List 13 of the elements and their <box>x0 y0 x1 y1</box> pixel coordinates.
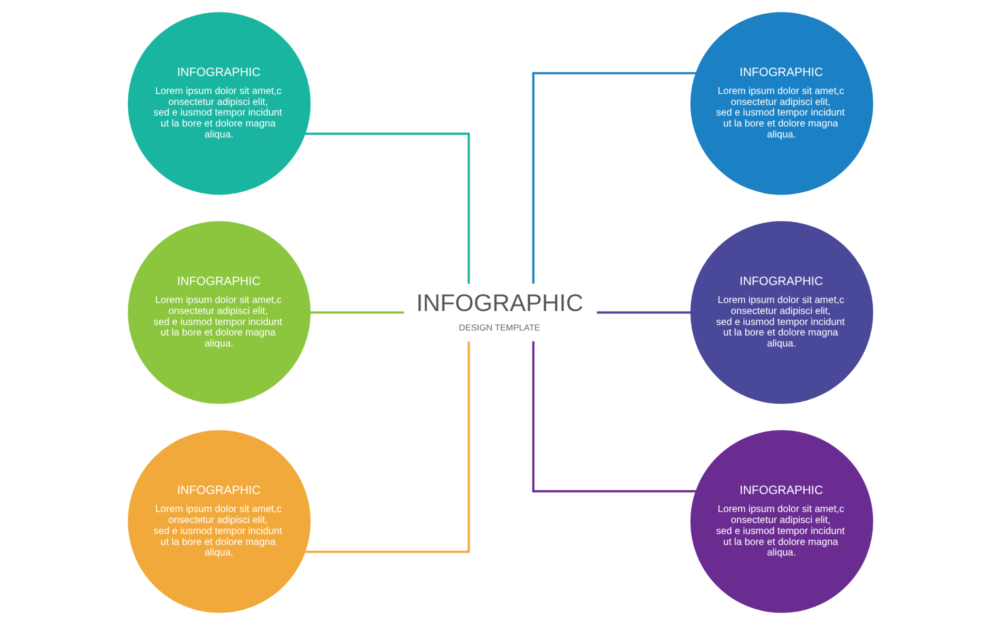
node-text: INFOGRAPHIC DESIGN TEMPLATE <box>416 290 583 332</box>
connector <box>304 341 470 553</box>
connector <box>310 311 404 314</box>
connector <box>596 311 690 314</box>
connector <box>304 132 470 284</box>
connector <box>532 341 696 492</box>
node-circle: INFOGRAPHIC Lorem ipsum dolor sit amet,c onsectetur adipisci elit, sed e iusmod tempor incidunt ut la bore et dolore magna aliqua. <box>690 221 873 404</box>
node-circle: INFOGRAPHIC Lorem ipsum dolor sit amet,c onsectetur adipisci elit, sed e iusmod tempor incidunt ut la bore et dolore magna aliqua. <box>690 430 873 613</box>
node-circle: INFOGRAPHIC Lorem ipsum dolor sit amet,c onsectetur adipisci elit, sed e iusmod tempor incidunt ut la bore et dolore magna aliqua. <box>127 12 310 195</box>
node-circle: INFOGRAPHIC Lorem ipsum dolor sit amet,c onsectetur adipisci elit, sed e iusmod tempor incidunt ut la bore et dolore magna aliqua. <box>127 430 310 613</box>
node-circle: INFOGRAPHIC Lorem ipsum dolor sit amet,c onsectetur adipisci elit, sed e iusmod tempor incidunt ut la bore et dolore magna aliqua. <box>690 12 873 195</box>
node-circle: INFOGRAPHIC Lorem ipsum dolor sit amet,c onsectetur adipisci elit, sed e iusmod tempor incidunt ut la bore et dolore magna aliqua. <box>127 221 310 404</box>
connector <box>532 72 696 284</box>
